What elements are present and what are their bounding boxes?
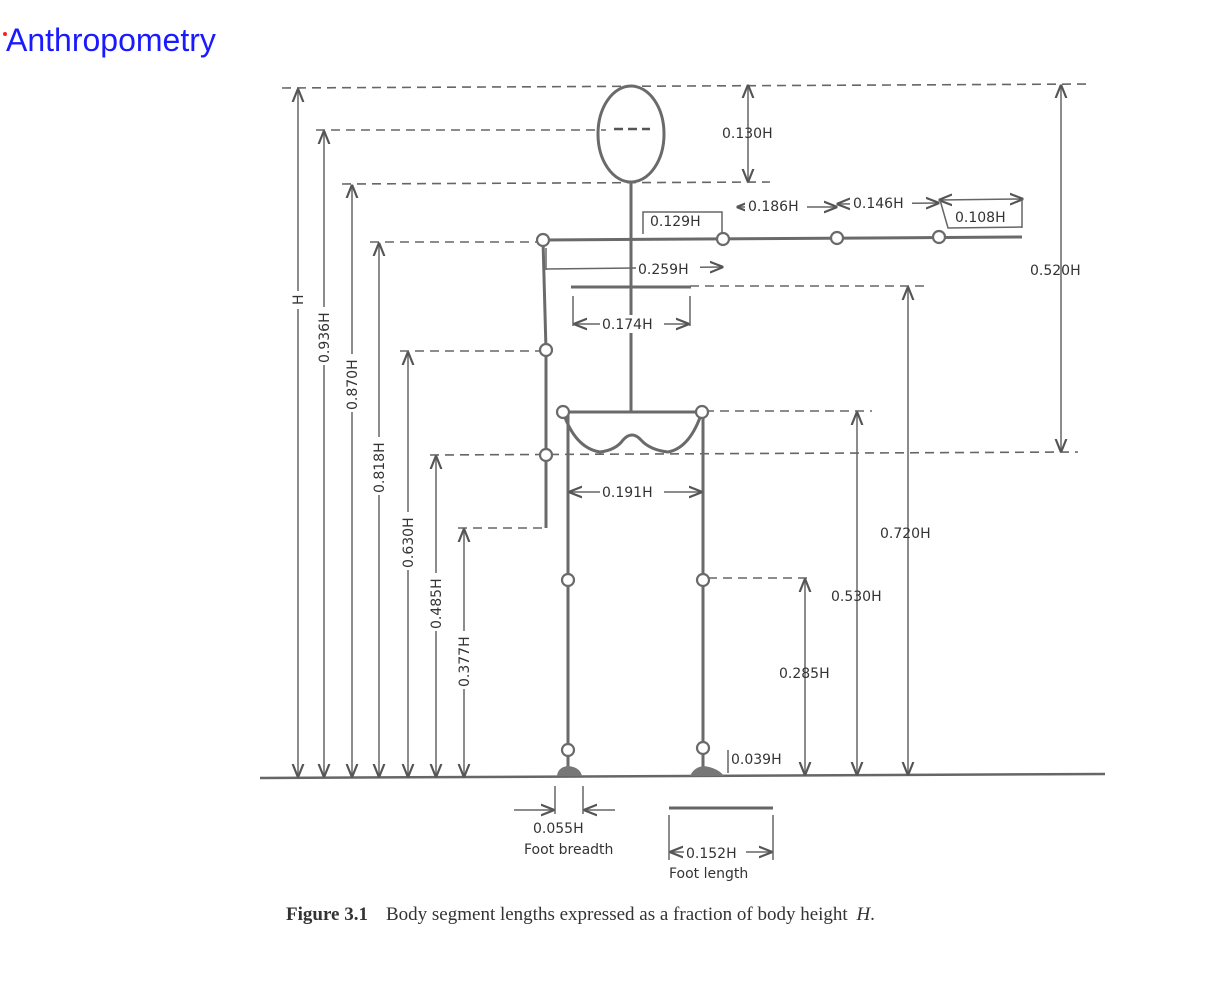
head (596, 84, 666, 184)
label-hand: 0.108H (955, 210, 1006, 226)
label-upper-arm-offset: 0.129H (650, 214, 701, 230)
label-shoulder-width: 0.259H (638, 262, 689, 278)
pelvis (561, 411, 704, 454)
knee-joint-left (560, 572, 576, 588)
ankle-joint-right (695, 740, 711, 756)
dimension-labels: 0.130H 0.129H 0.186H 0.146H 0.108H 0.259… (290, 126, 1081, 882)
label-arm-span-drop: 0.520H (1030, 263, 1081, 279)
label-wrist-height: 0.377H (457, 636, 473, 687)
label-head: 0.130H (722, 126, 773, 142)
label-chin-height: 0.870H (345, 359, 361, 410)
title-bullet (3, 32, 7, 36)
label-upper-arm: 0.186H (748, 199, 799, 215)
left-arm (541, 239, 548, 528)
label-forearm: 0.146H (853, 196, 904, 212)
right-height-dimensions (748, 86, 1061, 774)
hip-joint-left (555, 404, 571, 420)
label-chest-height: 0.720H (880, 526, 931, 542)
label-chest-width: 0.174H (602, 317, 653, 333)
label-elbow-height: 0.630H (401, 517, 417, 568)
label-foot-breadth-name: Foot breadth (524, 842, 613, 858)
left-foot (557, 766, 582, 776)
label-shoulder-height: 0.818H (372, 442, 388, 493)
knee-joint-right (695, 572, 711, 588)
reference-lines (281, 83, 1093, 579)
label-hip-width: 0.191H (602, 485, 653, 501)
slide-title: Anthropometry (6, 22, 216, 58)
shoulder-joint-left (535, 232, 551, 248)
label-hip-height: 0.530H (831, 589, 882, 605)
ankle-joint-left (560, 742, 576, 758)
label-knee-height: 0.285H (779, 666, 830, 682)
left-height-dimensions (298, 90, 464, 776)
label-foot-length-name: Foot length (669, 866, 748, 882)
wrist-joint-right (931, 229, 947, 245)
shoulder-arm-line (542, 235, 1023, 242)
wrist-joint-left (538, 447, 554, 463)
label-total-height: H (291, 294, 307, 305)
hip-joint-right (694, 404, 710, 420)
elbow-joint-left (538, 342, 554, 358)
right-foot (690, 766, 724, 776)
label-hip-joint-height: 0.485H (429, 578, 445, 629)
label-ankle-height: 0.039H (731, 752, 782, 768)
label-eye-height: 0.936H (317, 312, 333, 363)
ground-line (259, 772, 1106, 780)
label-foot-breadth-value: 0.055H (533, 821, 584, 837)
elbow-joint-right (829, 230, 845, 246)
shoulder-joint-right (715, 231, 731, 247)
stick-figure (535, 84, 1023, 776)
label-foot-length-value: 0.152H (686, 846, 737, 862)
